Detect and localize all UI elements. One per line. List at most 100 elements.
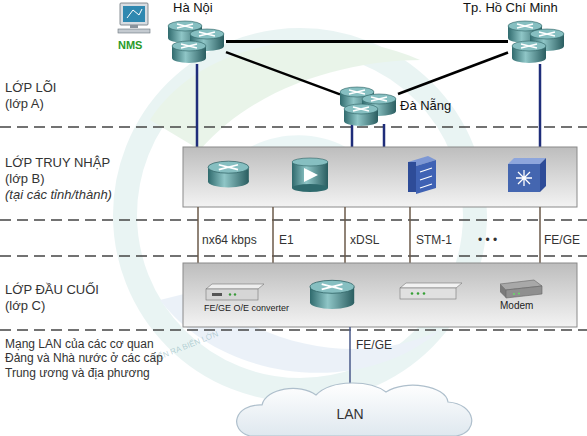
access-router-icon [208, 161, 249, 187]
watermark-swoosh [230, 135, 380, 200]
nms-computer-icon [123, 6, 145, 22]
core-router: Đà Nẵng [340, 84, 398, 126]
access-gateway-icon [304, 168, 318, 182]
node-label: FE/GE O/E converter [204, 303, 289, 313]
access-switch-icon [508, 158, 546, 192]
lan-cloud [237, 383, 472, 436]
link-type: • • • [478, 233, 497, 247]
access-gateway-icon [292, 162, 328, 188]
layer-note: (tại các tỉnh/thành) [5, 187, 175, 203]
converter-icon [234, 293, 236, 295]
node-label: Modem [500, 300, 533, 312]
nms-computer-icon [120, 3, 148, 25]
core-router-icon [512, 41, 546, 63]
converter-icon [206, 289, 258, 300]
core-router-icon [190, 29, 224, 51]
access-switch-icon [540, 158, 546, 192]
core-router-icon [168, 21, 202, 43]
nms-computer-icon [130, 25, 138, 28]
core-router: Tp. Hồ Chí Minh [508, 19, 566, 64]
watermark-logo [125, 40, 475, 390]
node-label: Đà Nẵng [400, 99, 451, 114]
core-router-icon [508, 21, 542, 43]
lan-wire [349, 327, 351, 394]
nms-station: NMS [116, 2, 156, 54]
node-label: Tp. Hồ Chí Minh [463, 1, 558, 16]
access-switch-icon [508, 164, 540, 192]
terminal-router-icon [310, 280, 354, 309]
access-link-wire [198, 207, 540, 263]
terminal-device-icon [400, 288, 456, 299]
nms-computer-icon [127, 9, 142, 18]
modem-icon [518, 292, 520, 294]
core-router-icon [362, 94, 396, 116]
access-link-wire [197, 207, 199, 263]
access-mux-icon [408, 162, 416, 192]
core-router: Hà Nội [168, 19, 226, 64]
link-type: FE/GE [544, 233, 580, 247]
core-link [226, 40, 508, 43]
modem-icon [513, 293, 515, 295]
terminal-device-icon [400, 283, 462, 288]
core-link [398, 53, 508, 95]
terminal-router-icon [310, 280, 354, 309]
access-switch-icon [508, 158, 546, 164]
layer-title: LỚP LÕI (lớp A) [5, 80, 77, 111]
access-gateway-icon [292, 184, 328, 192]
layer-divider [0, 219, 587, 221]
access-mux-icon [416, 160, 436, 194]
access-panel [183, 147, 577, 207]
converter-icon [212, 293, 222, 296]
link-type: xDSL [350, 233, 379, 247]
link-type: nx64 kbps [202, 233, 257, 247]
link-type: E1 [279, 233, 294, 247]
uplink-wire [351, 124, 354, 147]
node-label: LAN [300, 406, 400, 422]
link-type: FE/GE [356, 338, 392, 352]
terminal-device-icon [411, 292, 414, 295]
modem-icon [506, 286, 542, 298]
modem-device: Modem [495, 278, 545, 314]
access-mux-icon [420, 168, 432, 188]
access-mux-icon [408, 156, 436, 194]
uplink-wire [196, 64, 199, 147]
layer-divider [0, 127, 587, 330]
converter-device: FE/GE O/E converter [203, 283, 295, 317]
access-switch-icon [516, 170, 532, 186]
access-mux-icon [408, 156, 436, 166]
layer-divider [0, 255, 587, 257]
core-router-icon [168, 21, 224, 63]
access-gateway-icon [292, 158, 328, 192]
access-link-wire [272, 207, 274, 263]
terminal-device-icon [400, 283, 462, 299]
access-link-wire [409, 207, 411, 263]
converter-icon [229, 293, 231, 295]
watermark-swoosh [160, 290, 440, 373]
nms-computer-icon [118, 3, 150, 33]
node-label: Hà Nội [173, 1, 213, 16]
core-router-icon [344, 104, 378, 126]
converter-icon [206, 284, 264, 289]
nms-computer-icon [118, 29, 150, 33]
access-gateway-icon [292, 158, 328, 166]
terminal-device-icon [417, 292, 420, 295]
link-type: STM-1 [416, 233, 452, 247]
core-link [226, 52, 340, 94]
uplink-wire [197, 64, 540, 147]
uplink-wire [539, 64, 542, 147]
node-label: NMS [118, 39, 142, 52]
access-link-wire [344, 207, 346, 263]
converter-icon [206, 284, 264, 300]
core-router-icon [340, 87, 396, 126]
uplink-wire [383, 124, 386, 147]
watermark-ring [125, 40, 475, 390]
layer-note: Mạng LAN của các cơ quan Đảng và Nhà nướ… [5, 337, 173, 380]
terminal-panel [183, 263, 577, 327]
watermark-swoosh [150, 40, 420, 150]
layer-title: LỚP TRUY NHẬP (lớp B) [5, 155, 131, 186]
terminal-device-icon [423, 292, 426, 295]
access-link-wire [539, 207, 541, 263]
modem-icon [500, 280, 542, 298]
layer-divider [0, 126, 587, 128]
